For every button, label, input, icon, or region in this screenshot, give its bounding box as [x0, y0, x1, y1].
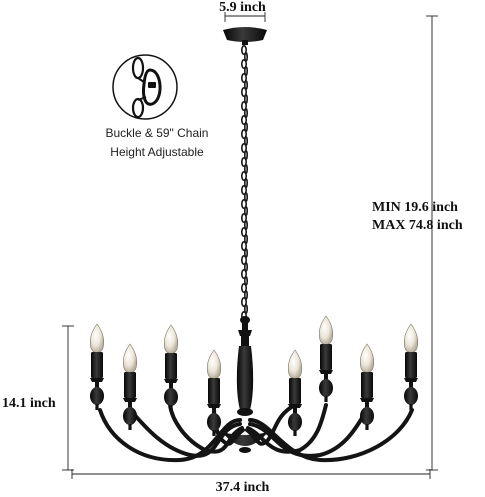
arm-height-label: 14.1 inch: [2, 396, 56, 411]
chain-link: [241, 227, 248, 238]
chain-link: [241, 255, 248, 266]
candle-light: [206, 349, 222, 437]
chain-link: [241, 101, 248, 112]
chain-link: [241, 129, 248, 140]
chain-link: [241, 282, 248, 293]
chandelier-body: [222, 316, 268, 453]
buckle-chain-note: Buckle & 59" Chain: [105, 126, 209, 140]
chain-link: [241, 87, 248, 98]
chain-link: [241, 171, 248, 182]
chain-link: [241, 296, 248, 307]
dimension-lines: [62, 12, 438, 479]
candle-light: [89, 323, 105, 411]
candle-light: [403, 323, 419, 411]
chain-link: [241, 185, 248, 196]
chain-buckle-icon: [112, 54, 178, 120]
chain-link: [241, 199, 248, 210]
candle-light: [359, 343, 375, 431]
chain-link: [241, 268, 248, 279]
ceiling-canopy: [223, 27, 267, 45]
min-height-label: MIN 19.6 inch: [372, 200, 458, 215]
chain-link: [241, 73, 248, 84]
candle-light: [318, 315, 334, 403]
hanging-chain: [241, 44, 249, 321]
height-adjustable-note: Height Adjustable: [110, 145, 204, 159]
chain-link: [241, 241, 248, 252]
canopy-width-label: 5.9 inch: [219, 0, 266, 15]
chain-link: [241, 143, 248, 154]
chain-link: [241, 157, 248, 168]
chain-link: [241, 44, 248, 55]
max-height-label: MAX 74.8 inch: [372, 218, 463, 233]
overall-width-label: 37.4 inch: [215, 480, 270, 495]
candle-light: [122, 343, 138, 431]
candle-light: [287, 349, 303, 437]
chain-link: [241, 58, 248, 69]
candle-light: [163, 324, 179, 412]
chain-link: [241, 115, 248, 126]
chain-link: [241, 213, 248, 224]
